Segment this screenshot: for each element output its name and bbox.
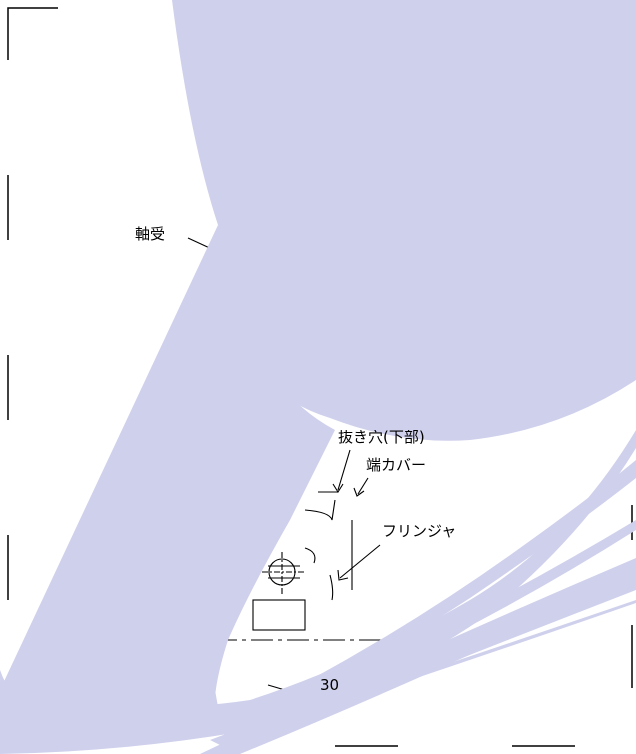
small-arc (304, 547, 316, 564)
overlay-band-4 (210, 575, 636, 750)
fringe-leader-arrow (337, 569, 349, 581)
fringe-profile (329, 574, 334, 601)
end-cover-leader-arrow (353, 487, 365, 497)
overlay-thin-line (280, 600, 636, 723)
label-fringe: フリンジャ (382, 522, 457, 540)
hole-leader-arrow (332, 483, 344, 494)
overlay-left-base (0, 670, 40, 716)
frame-marks (7, 7, 633, 747)
label-bearing: 軸受 (135, 225, 166, 243)
cover-curve (304, 499, 336, 521)
bearing-block (252, 599, 306, 631)
hole-leader-line (337, 449, 351, 491)
overlay-band-5 (215, 520, 636, 735)
frame-corner-top-left (7, 7, 58, 60)
overlay-wedge (0, 225, 335, 715)
label-end-cover: 端カバー (366, 456, 427, 474)
label-hole-lower: 抜き穴(下部) (338, 430, 425, 446)
label-dimension: 30 (320, 676, 340, 694)
end-cover-leader-line (357, 477, 369, 495)
overlay-blob-large (172, 0, 636, 441)
fringe-leader-line (339, 544, 381, 579)
